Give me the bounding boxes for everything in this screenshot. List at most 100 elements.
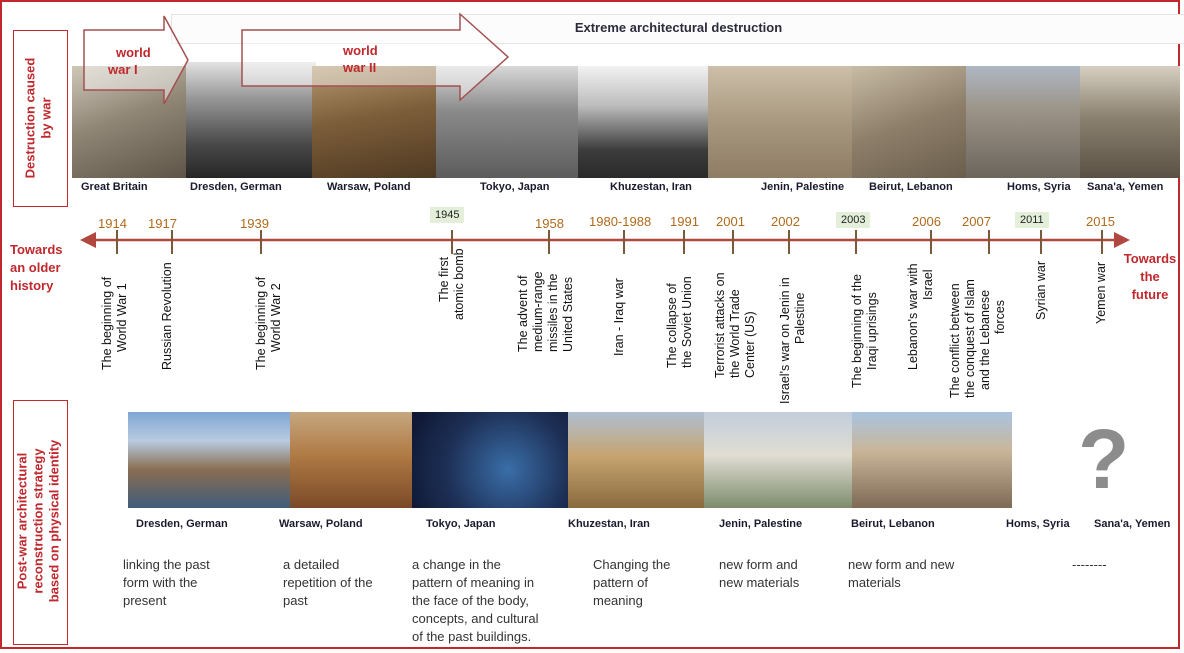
- future-line-3: future: [1131, 287, 1169, 302]
- question-mark-icon: ?: [1078, 412, 1130, 506]
- ww2-label: world war II: [343, 42, 378, 76]
- event-iraqi-uprisings: The beginning of the Iraqi uprisings: [850, 274, 880, 388]
- ww1-label-line-1: world: [116, 45, 151, 60]
- banner-title: Extreme architectural destruction: [574, 20, 783, 35]
- photo-khuzestan: [578, 66, 712, 178]
- recon-photo-tokyo: [412, 412, 572, 508]
- strategy-jenin: new form and new materials: [719, 556, 799, 592]
- older-history-label: Towards an older history: [10, 241, 63, 295]
- top-caption-warsaw: Warsaw, Poland: [327, 181, 411, 193]
- photo-sanaa: [1080, 66, 1180, 178]
- year-1991: 1991: [670, 214, 699, 229]
- event-1-line-1: The beginning of: [100, 276, 114, 370]
- strategy-1-line-2: form with the: [123, 575, 198, 590]
- older-history-line-3: history: [10, 278, 54, 293]
- future-line-1: Towards: [1123, 251, 1177, 266]
- photo-beirut: [852, 66, 970, 178]
- strategy-4-line-2: pattern of: [593, 575, 648, 590]
- strategy-2-line-2: repetition of the: [283, 575, 373, 590]
- timeline-right-arrowhead: [1114, 232, 1130, 248]
- event-5-line-1: The advent of: [516, 275, 530, 352]
- strategy-6-line-2: materials: [848, 575, 901, 590]
- event-9-line-2: Palestine: [793, 292, 807, 344]
- event-5-line-2: medium-range: [531, 271, 545, 352]
- strategy-khuzestan: Changing the pattern of meaning: [593, 556, 670, 610]
- year-1914: 1914: [98, 216, 127, 231]
- event-8-line-3: Center (US): [743, 311, 757, 378]
- top-caption-homs: Homs, Syria: [1007, 181, 1071, 193]
- event-5-line-3: missiles in the: [546, 273, 560, 353]
- event-iran-iraq-war: Iran - Iraq war: [612, 278, 627, 356]
- year-1939: 1939: [240, 216, 269, 231]
- event-medium-range-missiles: The advent of medium-range missiles in t…: [516, 271, 576, 352]
- top-caption-dresden: Dresden, German: [190, 181, 282, 193]
- bottom-caption-tokyo: Tokyo, Japan: [426, 518, 496, 530]
- event-8-line-2: the World Trade: [728, 289, 742, 378]
- top-caption-sanaa: Sana'a, Yemen: [1087, 181, 1164, 193]
- event-11-line-1: Lebanon's war with: [906, 263, 920, 370]
- event-yemen-war: Yemen war: [1094, 262, 1109, 324]
- top-caption-great-britain: Great Britain: [81, 181, 148, 193]
- strategy-3-line-2: pattern of meaning in: [412, 575, 535, 590]
- event-12-line-1: The conflict between: [948, 283, 962, 398]
- bottom-caption-homs: Homs, Syria: [1006, 518, 1070, 530]
- recon-photo-khuzestan: [568, 412, 708, 508]
- year-1958: 1958: [535, 216, 564, 231]
- recon-photo-warsaw: [290, 412, 416, 508]
- top-caption-tokyo: Tokyo, Japan: [480, 181, 550, 193]
- photo-homs: [966, 66, 1084, 178]
- year-1917: 1917: [148, 216, 177, 231]
- strategy-1-line-3: present: [123, 593, 167, 608]
- ww1-label-line-2: war I: [108, 62, 138, 77]
- bottom-caption-sanaa: Sana'a, Yemen: [1094, 518, 1171, 530]
- strategy-2-line-3: past: [283, 593, 308, 608]
- strategy-7-line-1: --------: [1072, 557, 1107, 572]
- strategy-3-line-1: a change in the: [412, 557, 501, 572]
- event-2-line-1: Russian Revolution: [160, 262, 174, 370]
- strategy-2-line-1: a detailed: [283, 557, 340, 572]
- event-russian-revolution: Russian Revolution: [160, 262, 175, 370]
- bottom-caption-dresden: Dresden, German: [136, 518, 228, 530]
- strategy-homs: --------: [1072, 556, 1107, 574]
- event-13-line-1: Syrian war: [1034, 260, 1048, 320]
- event-14-line-1: Yemen war: [1094, 261, 1108, 324]
- year-2015: 2015: [1086, 214, 1115, 229]
- event-11-line-2: Israel: [921, 269, 935, 300]
- strategy-5-line-1: new form and: [719, 557, 798, 572]
- event-wtc-attacks: Terrorist attacks on the World Trade Cen…: [713, 272, 758, 378]
- strategy-tokyo: a change in the pattern of meaning in th…: [412, 556, 538, 646]
- strategy-4-line-1: Changing the: [593, 557, 671, 572]
- event-10-line-2: Iraqi uprisings: [865, 292, 879, 370]
- ww2-label-line-2: war II: [343, 60, 377, 75]
- ww1-label: world war I: [108, 44, 151, 78]
- bottom-caption-beirut: Beirut, Lebanon: [851, 518, 935, 530]
- strategy-4-line-3: meaning: [593, 593, 643, 608]
- event-9-line-1: Israel's war on Jenin in: [778, 277, 792, 404]
- older-history-line-2: an older: [10, 260, 61, 275]
- ww2-label-line-1: world: [343, 43, 378, 58]
- event-4-line-2: atomic bomb: [452, 248, 466, 320]
- event-world-war-2: The beginning of World War 2: [254, 277, 284, 370]
- strategy-3-line-4: concepts, and cultural: [412, 611, 539, 626]
- bottom-caption-warsaw: Warsaw, Poland: [279, 518, 363, 530]
- recon-photo-dresden: [128, 412, 296, 508]
- top-caption-khuzestan: Khuzestan, Iran: [610, 181, 692, 193]
- event-12-line-2: the conquest of Islam: [963, 279, 977, 398]
- year-2003: 2003: [836, 212, 871, 228]
- top-caption-jenin: Jenin, Palestine: [761, 181, 845, 193]
- older-history-line-1: Towards: [10, 242, 63, 257]
- year-2002: 2002: [771, 214, 800, 229]
- reconstruction-side-box: [13, 400, 68, 645]
- event-7-line-2: the Soviet Union: [680, 276, 694, 368]
- event-world-war-1: The beginning of World War 1: [100, 277, 130, 370]
- timeline-left-arrowhead: [80, 232, 96, 248]
- strategy-5-line-2: new materials: [719, 575, 800, 590]
- event-12-line-4: forces: [993, 299, 1007, 334]
- strategy-1-line-1: linking the past: [123, 557, 210, 572]
- bottom-caption-khuzestan: Khuzestan, Iran: [568, 518, 650, 530]
- bottom-caption-jenin: Jenin, Palestine: [719, 518, 803, 530]
- event-7-line-1: The collapse of: [665, 283, 679, 368]
- event-10-line-1: The beginning of the: [850, 274, 864, 388]
